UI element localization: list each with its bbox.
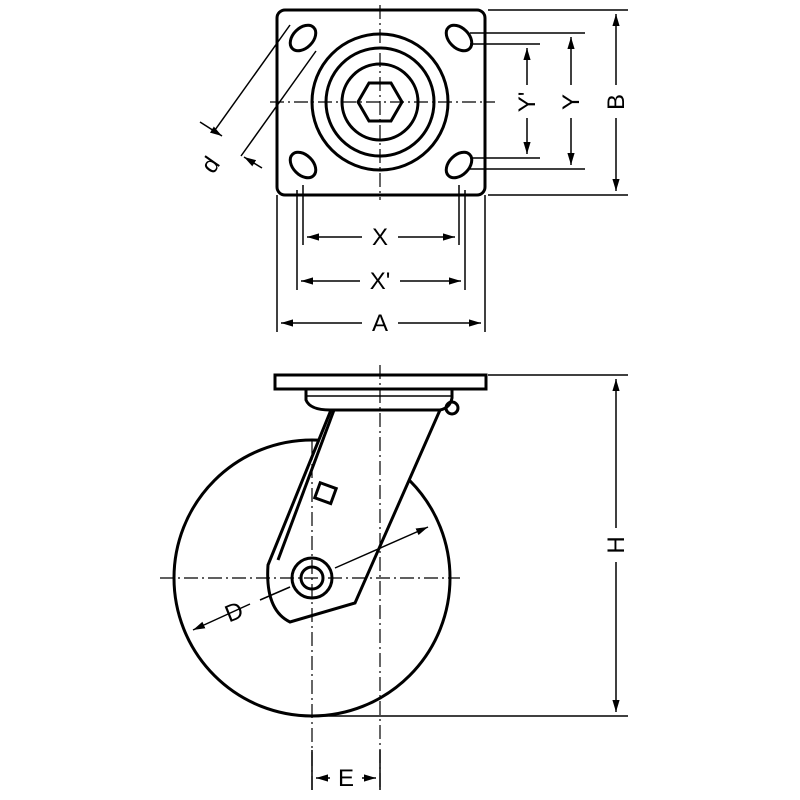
dimension-e: E [311, 750, 381, 792]
label-y: Y [558, 94, 585, 110]
top-view [270, 5, 495, 200]
fork-leg [266, 408, 443, 624]
bolt-hole-bottom-right [444, 150, 474, 180]
label-y-prime: Y' [514, 92, 541, 113]
label-a: A [372, 310, 388, 337]
dimension-b: B [488, 9, 630, 196]
side-view [160, 365, 488, 790]
dimension-h: H [312, 374, 630, 717]
swivel-raceway [304, 389, 454, 412]
label-b: B [603, 94, 630, 110]
label-e: E [338, 765, 354, 792]
dimension-y: Y [470, 32, 585, 170]
label-h: H [603, 536, 630, 553]
swivel-lock-nub [444, 400, 460, 416]
top-plate [275, 8, 487, 197]
dimension-x-prime: X' [296, 190, 466, 295]
dimension-y-prime: Y' [470, 43, 541, 159]
label-x-prime: X' [370, 268, 391, 295]
bolt-hole-bottom-left [288, 150, 318, 180]
bolt-hole-top-left [288, 23, 318, 53]
bolt-hole-top-right [444, 23, 474, 53]
fork-tag [312, 480, 339, 506]
kingpin-hex-nut [356, 81, 404, 123]
label-d-wheel: D [221, 597, 247, 629]
dimension-a: A [276, 195, 486, 337]
dimension-x: X [302, 185, 460, 251]
label-x: X [372, 224, 388, 251]
label-d: d [196, 152, 226, 178]
